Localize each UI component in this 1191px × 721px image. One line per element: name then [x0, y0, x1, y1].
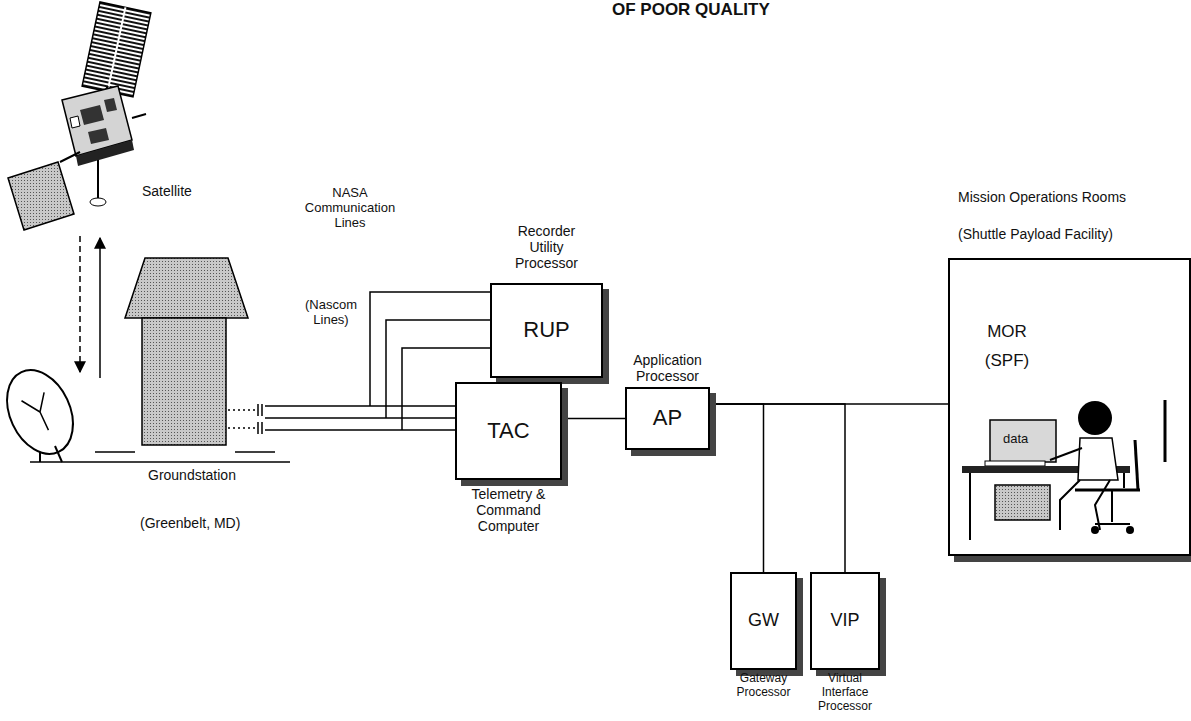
connector-group — [562, 404, 948, 572]
solar-panel — [108, 7, 126, 91]
nascom-lines — [265, 429, 455, 431]
screen-text: data — [1003, 432, 1028, 447]
operator-figure — [1164, 400, 1167, 462]
operator-figure — [969, 473, 971, 540]
part-label: (Nascom Lines) — [298, 298, 364, 328]
body-patch — [70, 116, 80, 128]
processor-box: VIPVirtual Interface Processor — [810, 572, 880, 670]
operator-figure — [1126, 526, 1134, 534]
box-name: TAC — [487, 419, 529, 443]
data-line — [710, 404, 764, 572]
operations-room-box: Mission Operations Rooms (Shuttle Payloa… — [948, 258, 1191, 556]
antenna-mast — [132, 114, 146, 118]
part-label: Satellite — [142, 183, 192, 199]
operator-figure — [962, 400, 1165, 540]
solar-panel — [82, 2, 151, 97]
operator-figure — [995, 485, 1050, 520]
line-connectors — [228, 409, 258, 411]
operator-figure — [1111, 490, 1113, 522]
dish-antenna — [0, 359, 86, 464]
body-patch — [80, 105, 104, 125]
solar-panel — [82, 2, 151, 97]
dish-antenna — [0, 359, 86, 464]
operator-figure — [1050, 448, 1082, 460]
data-line — [562, 418, 625, 420]
box-name: MOR (SPF) — [970, 318, 1044, 376]
dish-antenna — [39, 452, 41, 462]
nascom-lines — [265, 417, 455, 419]
solar-panel — [8, 162, 74, 230]
operator-figure — [1078, 438, 1118, 480]
operator-figure — [1091, 526, 1099, 534]
box-heading: Recorder Utility Processor — [507, 223, 587, 271]
line-connectors — [228, 404, 262, 434]
part-label: Groundstation — [148, 467, 236, 483]
operator-figure — [1123, 473, 1125, 488]
processor-box: Application ProcessorAP — [625, 387, 710, 450]
processor-box: GWGateway Processor — [730, 572, 797, 670]
operator-figure — [990, 420, 1056, 462]
dish-antenna — [22, 391, 60, 436]
ground-lines — [30, 461, 290, 463]
downlink-arrow — [79, 236, 81, 372]
box-name: GW — [748, 611, 779, 631]
part-label: NASA Communication Lines — [300, 186, 400, 231]
nascom-lines — [265, 405, 455, 407]
operator-figure — [1060, 480, 1110, 530]
box-heading: Virtual Interface Processor — [808, 672, 882, 713]
operator-figure — [1075, 489, 1140, 492]
data-line — [710, 404, 845, 572]
box-heading: Mission Operations Rooms (Shuttle Payloa… — [958, 179, 1168, 252]
uplink-arrow — [99, 238, 101, 378]
processor-box: Recorder Utility ProcessorRUP — [490, 283, 603, 378]
dish-antenna — [0, 359, 86, 464]
panel-boom — [60, 152, 80, 162]
body-patch — [88, 128, 109, 144]
operator-figure — [1078, 401, 1112, 435]
ground-lines — [30, 452, 290, 462]
groundstation-building — [125, 258, 248, 445]
satellite-figure — [8, 2, 151, 230]
groundstation-building — [142, 318, 226, 445]
satellite-underside — [76, 140, 134, 166]
antenna-dish — [90, 198, 106, 206]
ground-lines — [235, 451, 275, 453]
box-name: VIP — [830, 611, 859, 631]
box-heading: Telemetry & Command Computer — [461, 486, 557, 534]
groundstation-building — [125, 258, 248, 318]
line-connectors — [258, 404, 262, 434]
body-patch — [104, 98, 117, 112]
operator-figure — [985, 461, 1045, 466]
box-heading: Application Processor — [622, 352, 714, 384]
antenna-mast — [97, 160, 99, 200]
part-label: (Greenbelt, MD) — [140, 515, 240, 531]
line-connectors — [228, 427, 258, 429]
operator-figure — [1095, 523, 1130, 525]
dish-antenna — [55, 446, 62, 462]
signal-arrows — [80, 236, 100, 378]
box-name: AP — [653, 406, 682, 430]
processor-box: TACTelemetry & Command Computer — [455, 382, 562, 480]
box-name: RUP — [523, 318, 569, 342]
box-heading: Gateway Processor — [728, 672, 800, 700]
ground-lines — [95, 451, 135, 453]
stamp-text: OF POOR QUALITY — [612, 0, 770, 20]
operator-figure — [1135, 440, 1138, 490]
